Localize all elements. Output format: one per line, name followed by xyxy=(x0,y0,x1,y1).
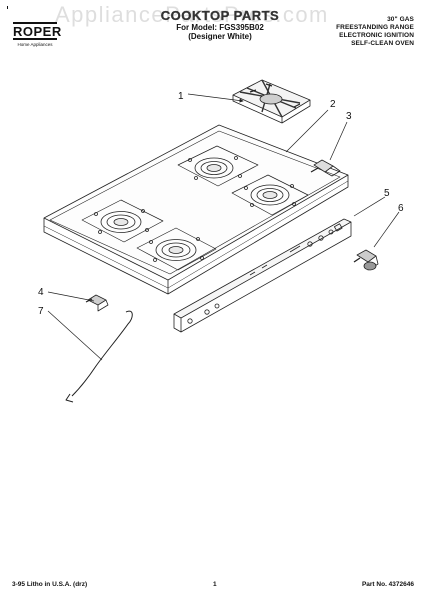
callout-1: 1 xyxy=(178,91,184,102)
leader-lines xyxy=(47,93,400,361)
callout-4: 4 xyxy=(38,287,44,298)
burner-valve xyxy=(353,249,379,271)
brand-subtitle: Home Appliances xyxy=(17,42,53,47)
model-line-2: FREESTANDING RANGE xyxy=(336,24,414,31)
page-footer: 3-95 Litho in U.S.A. (drz) 1 Part No. 43… xyxy=(0,581,432,593)
page-number: 1 xyxy=(213,581,217,588)
brand-logo: ROPER Home Appliances xyxy=(13,22,62,47)
burner-recess-right-front xyxy=(231,174,309,216)
model-description: 30" GAS FREESTANDING RANGE ELECTRONIC IG… xyxy=(314,16,414,48)
cooktop-panel xyxy=(43,124,349,295)
igniter-switch xyxy=(85,294,109,312)
callout-6: 6 xyxy=(398,203,404,214)
burner-recess-rear xyxy=(177,145,259,187)
title-block: COOKTOP PARTS For Model: FGS395B02 (Desi… xyxy=(130,8,310,41)
burner-recess-left-rear xyxy=(81,199,164,243)
brand-name: ROPER xyxy=(13,22,62,40)
control-panel xyxy=(173,218,352,333)
watermark: AppliancePartsPros.com xyxy=(55,2,329,27)
callout-2: 2 xyxy=(330,99,336,110)
page-title: COOKTOP PARTS xyxy=(160,8,280,23)
model-line-3: ELECTRONIC IGNITION xyxy=(339,32,414,39)
part-number: Part No. 4372646 xyxy=(361,581,414,588)
model-line-4: SELF-CLEAN OVEN xyxy=(351,40,414,47)
model-line-1: 30" GAS xyxy=(387,16,414,23)
spark-electrode xyxy=(310,159,341,177)
model-color: (Designer White) xyxy=(188,32,252,41)
corner-mark xyxy=(7,6,8,9)
print-info: 3-95 Litho in U.S.A. (drz) xyxy=(12,581,88,588)
igniter-wire xyxy=(65,310,133,403)
callout-7: 7 xyxy=(38,306,44,317)
model-number: For Model: FGS395B02 xyxy=(176,23,264,32)
burner-grate xyxy=(232,79,311,124)
burner-recess-left-front xyxy=(136,227,217,271)
callout-3: 3 xyxy=(346,111,352,122)
callout-5: 5 xyxy=(384,188,390,199)
